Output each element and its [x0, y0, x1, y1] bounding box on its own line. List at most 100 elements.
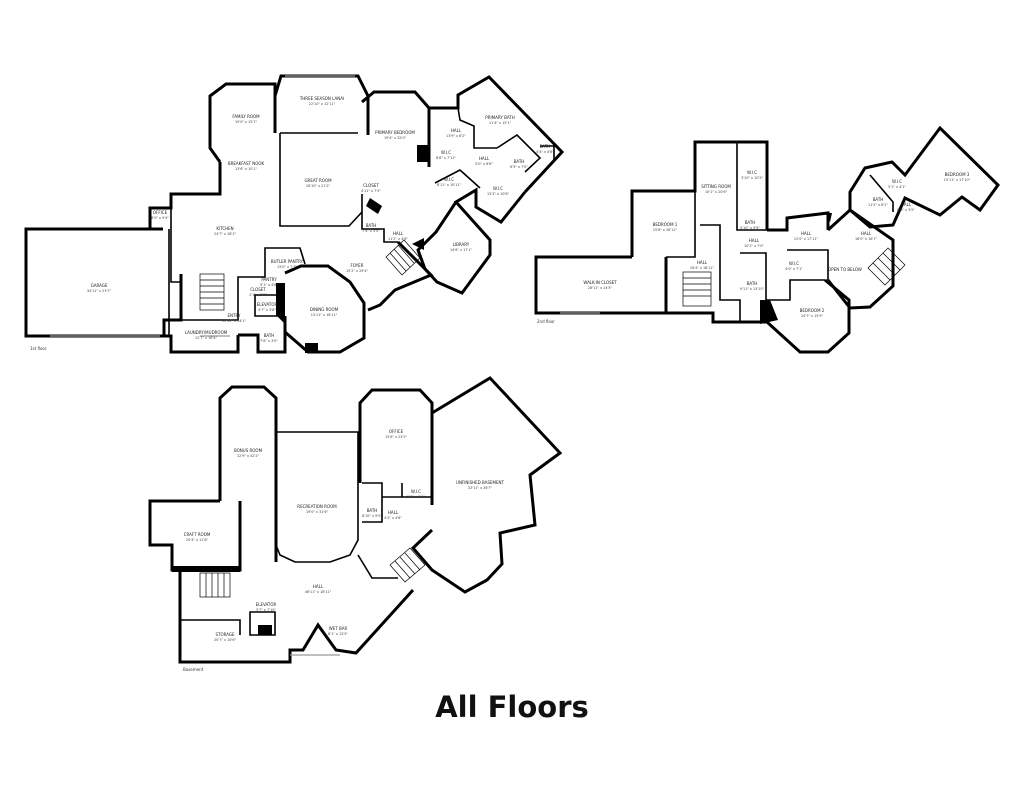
room-dim: 9'11" x 13'10" [740, 287, 765, 291]
room-label: BATH [747, 281, 758, 286]
room-dim: 20'7" x 10'6" [214, 638, 237, 642]
room-label: WET BAR [329, 626, 348, 631]
page-title: All Floors [435, 690, 589, 724]
room-dim: 5'1" x 4'1" [888, 185, 906, 189]
room-label: CLOSET [363, 183, 379, 188]
room-label: WALK-IN CLOSET [583, 280, 617, 285]
room-label: LAUNDRY/MUDROOM [185, 330, 228, 335]
room-label: HALL [697, 260, 708, 265]
room-label: HALL [313, 584, 324, 589]
room-dim: 14'6" x 17'1" [450, 248, 473, 252]
room-dim: 7'6" x 3'0" [260, 339, 278, 343]
room-dim: 4'4" x 4'6" [536, 150, 554, 154]
room-dim: 4'11" x 7'5" [361, 189, 381, 193]
room-label: FAMILY ROOM [232, 114, 260, 119]
room-dim: 5'10" x 9'8" [740, 226, 760, 230]
room-dim: 46'11" x 18'11" [305, 590, 332, 594]
room-dim: 18'0" x 16'7" [855, 237, 878, 241]
dining-room-walls [284, 264, 366, 354]
room-label: BATH [367, 508, 378, 513]
room-label: OFFICE [153, 210, 168, 215]
room-dim: 4'2" x 4'8" [384, 516, 402, 520]
room-dim: 15'0" x 7'3" [277, 265, 297, 269]
room-dim: 33'11" x 36'7" [468, 486, 493, 490]
floor-name: 2nd floor [537, 319, 555, 324]
basement-stairs [199, 547, 426, 598]
room-dim: 19'4" x 32'0" [384, 136, 407, 140]
room-dim: 24'7" x 18'3" [214, 232, 237, 236]
room-label: BUTLER PANTRY [271, 259, 304, 264]
room-label: HALL [901, 202, 912, 207]
room-label: BONUS ROOM [234, 448, 263, 453]
room-label: RECREATION ROOM [297, 504, 337, 509]
room-dim: 11'2" x 4'6" [388, 237, 408, 241]
second-floor-stairs [682, 247, 906, 307]
room-label: UNFINISHED BASEMENT [456, 480, 505, 485]
room-dim: 10'1" x 7'0" [744, 244, 764, 248]
room-label: HALL [393, 231, 404, 236]
room-dim: 8'10" x 9'0" [362, 514, 382, 518]
primary-bedroom-walls [361, 90, 431, 167]
room-label: W.I.C [441, 150, 451, 155]
room-label: OPEN TO BELOW [828, 267, 862, 272]
room-dim: 15'6" x 23'5" [385, 435, 408, 439]
room-dim: 6'0" x 9'4" [151, 216, 169, 220]
room-dim: 10'1" x 20'6" [705, 190, 728, 194]
room-label: W.I.C [444, 177, 454, 182]
room-label: CRAFT ROOM [184, 532, 211, 537]
unfinished-basement-walls [410, 376, 563, 594]
second-floor-plan: SITTING ROOM 10'1" x 20'6" W.I.C 3'10" x… [534, 125, 1000, 354]
room-label: HALL [749, 238, 760, 243]
room-label: HALL [451, 128, 462, 133]
room-label: BATH [264, 333, 275, 338]
room-label: OFFICE [389, 429, 404, 434]
room-label: PRIMARY BATH [485, 115, 514, 120]
room-dim: 13'6" x 10'1" [235, 167, 258, 171]
great-room-walls [279, 133, 363, 227]
room-label: KITCHEN [216, 226, 233, 231]
room-dim: 11'2" x 6'2" [868, 203, 888, 207]
room-label: LIBRARY [453, 242, 470, 247]
floor-name: 1st floor [30, 346, 47, 351]
room-dim: 3'10" x 10'5" [741, 176, 764, 180]
library-walls [416, 187, 527, 295]
room-label: BATH [514, 159, 525, 164]
room-label: ELEVATOR [256, 602, 277, 607]
office-walls [358, 388, 434, 505]
room-dim: 18'10" x 21'2" [306, 184, 331, 188]
room-dim: 8'1" x 13'5" [328, 632, 348, 636]
room-label: W.I.C [892, 179, 902, 184]
room-label: CLOSET [250, 287, 266, 292]
room-label: W.I.C [493, 186, 503, 191]
room-label: PANTRY [261, 277, 277, 282]
room-dim: 5'1" x 4'6" [260, 283, 278, 287]
room-label: GARAGE [91, 283, 108, 288]
room-label: FOYER [351, 263, 364, 268]
room-dim: 4'7" x 3'6" [258, 308, 276, 312]
room-label: SITTING ROOM [701, 184, 731, 189]
first-floor-stairs [199, 239, 421, 311]
room-label: W.I.C [789, 261, 799, 266]
room-dim: 11'4" x 15'1" [489, 121, 512, 125]
room-dim: 15'11" x 16'11" [311, 313, 338, 317]
room-dim: 15'2" x 29'4" [346, 269, 369, 273]
room-dim: 11'10" x 14'1" [222, 319, 247, 323]
room-dim: 13'9" x 8'2" [446, 134, 466, 138]
basement-plan: BONUS ROOM 12'9" x 42'2" OFFICE 15'6" x … [148, 376, 563, 672]
room-label: BATH [745, 220, 756, 225]
room-dim: 34'11" x 23'7" [87, 289, 112, 293]
room-dim: 20'4" x 11'8" [186, 538, 209, 542]
room-label: BREAKFAST NOOK [228, 161, 265, 166]
bedroom-3-walls [848, 125, 1000, 229]
room-dim: 5'0" x 6'6" [475, 162, 493, 166]
room-dim: 24'7" x 15'9" [801, 314, 824, 318]
room-dim: 28'11" x 14'5" [588, 286, 613, 290]
room-label: THREE SEASON LANAI [299, 96, 344, 101]
walk-in-closet-walls [534, 255, 668, 315]
room-dim: 6'8" x 3'5" [897, 208, 915, 212]
room-dim: 12'7" x 16'4" [195, 336, 218, 340]
recreation-room-walls [275, 431, 359, 563]
room-dim: 15'11" x 17'10" [944, 178, 971, 182]
room-label: PRIMARY BEDROOM [375, 130, 415, 135]
room-label: ELEVATOR [257, 302, 278, 307]
